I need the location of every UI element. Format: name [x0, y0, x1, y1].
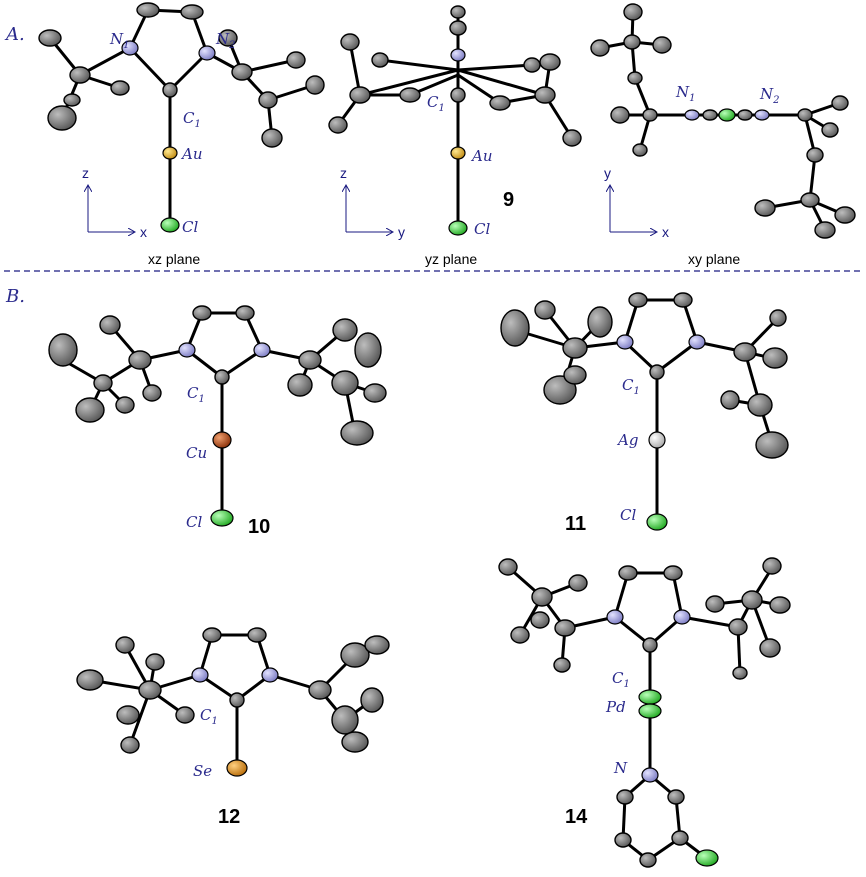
label-ag-11: Ag	[616, 431, 638, 449]
compound-number-14: 14	[565, 806, 588, 828]
label-c1-14: C1	[612, 669, 630, 690]
plane-label-xz: xz plane	[148, 251, 200, 267]
axis-label-y-yz: y	[398, 224, 405, 240]
molecule-9-xy-view: N1 N2 y x xy plane	[590, 3, 856, 267]
label-n2-xz: N2	[215, 30, 236, 51]
compound-number-11: 11	[565, 513, 586, 535]
section-b-label: B.	[5, 286, 25, 307]
section-a-label: A.	[4, 24, 25, 45]
axis-label-z-xz: z	[82, 165, 89, 181]
label-c1-10: C1	[187, 384, 205, 405]
label-cl-yz: Cl	[474, 220, 490, 238]
compound-number-10: 10	[248, 516, 270, 538]
label-pd-14: Pd	[605, 698, 626, 716]
axis-label-x-xz: x	[140, 224, 147, 240]
axis-label-z-yz: z	[340, 165, 347, 181]
axis-label-x-xy: x	[662, 224, 669, 240]
molecule-11-silver: C1 Ag Cl 11	[500, 292, 789, 535]
label-n1-xy: N1	[675, 83, 696, 104]
molecule-14-palladium: C1 Pd N 14	[498, 557, 791, 868]
axis-label-y-xy: y	[604, 165, 611, 181]
label-c1-xz: C1	[183, 109, 201, 130]
label-cl-10: Cl	[186, 513, 202, 531]
label-cl-xz: Cl	[182, 218, 198, 236]
molecule-12-selenium: C1 Se 12	[76, 627, 390, 828]
label-se-12: Se	[193, 762, 212, 780]
label-n-14: N	[613, 759, 628, 777]
molecule-9-yz-view: C1 Au Cl 9 z y yz plane	[328, 5, 582, 267]
plane-label-xy: xy plane	[688, 251, 740, 267]
label-c1-11: C1	[622, 376, 640, 397]
axis-yz: z y	[340, 165, 405, 240]
molecule-10-copper: C1 Cu Cl 10	[48, 305, 387, 538]
label-n2-xy: N2	[759, 85, 780, 106]
label-au-yz: Au	[470, 147, 493, 165]
label-c1-yz: C1	[427, 93, 445, 114]
plane-label-yz: yz plane	[425, 251, 477, 267]
compound-number-9: 9	[503, 189, 514, 211]
label-c1-12: C1	[200, 706, 218, 727]
label-cu-10: Cu	[186, 444, 207, 462]
label-n1-xz: N1	[109, 30, 130, 51]
compound-number-12: 12	[218, 806, 240, 828]
label-au-xz: Au	[180, 145, 203, 163]
axis-xy: y x	[604, 165, 669, 240]
label-cl-11: Cl	[620, 506, 636, 524]
axis-xz: z x	[82, 165, 147, 240]
molecule-9-xz-view: N1 N2 C1 Au Cl z x xz plane	[38, 2, 325, 267]
